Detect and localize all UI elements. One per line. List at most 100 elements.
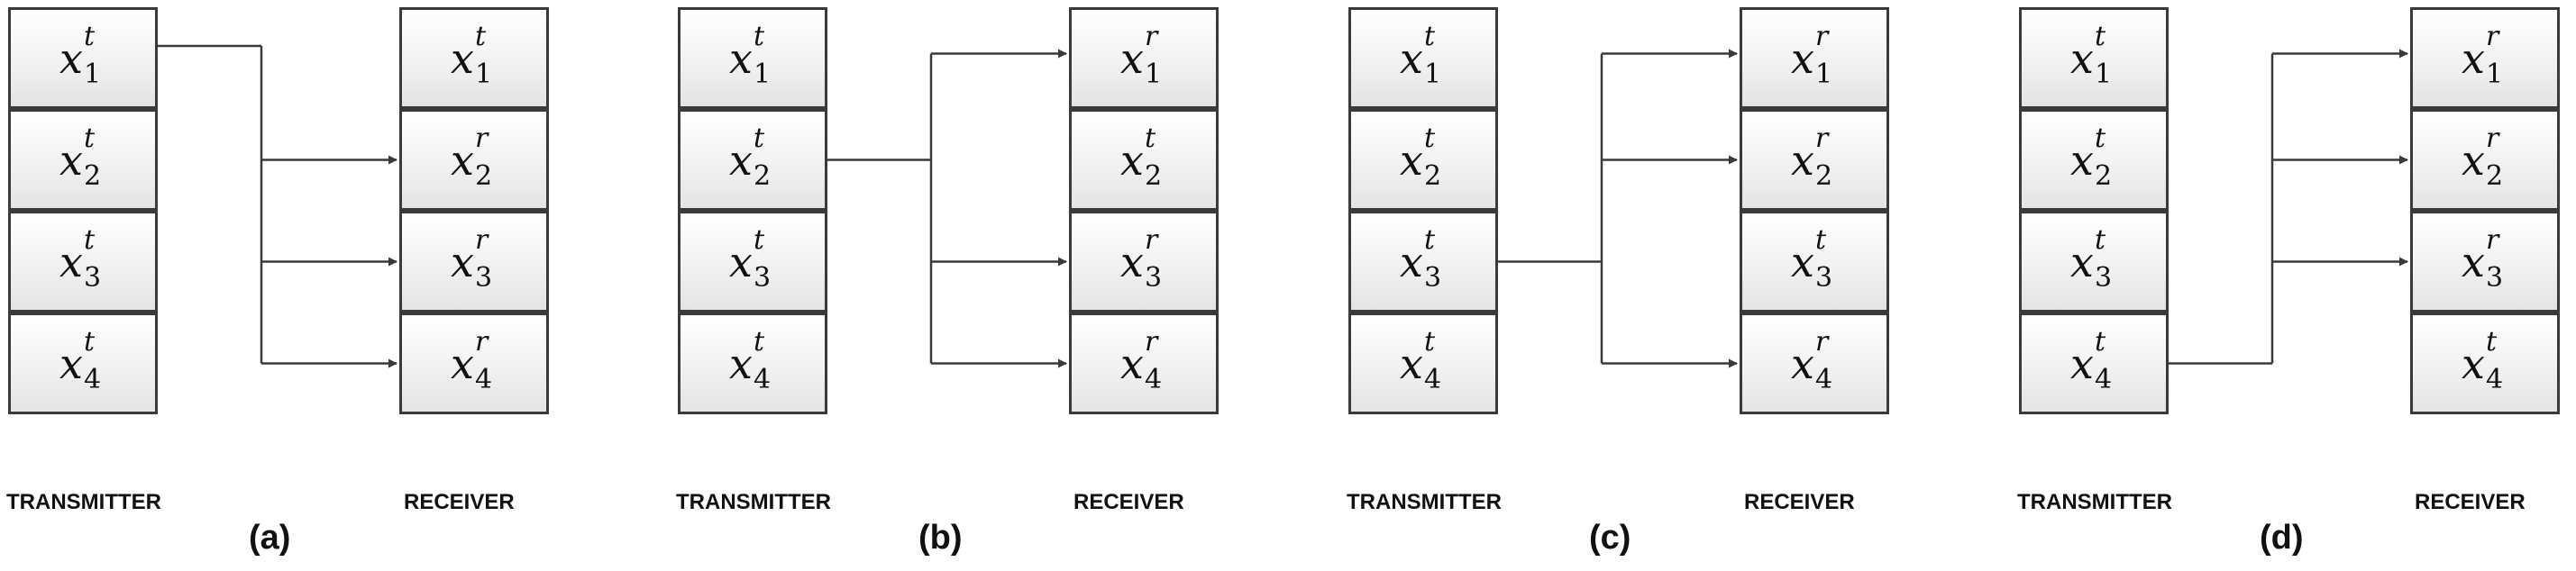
subscript: 4 [475, 363, 493, 395]
subscript: 2 [754, 159, 772, 192]
variable-symbol: x [59, 33, 83, 83]
variable-symbol: x [1791, 33, 1814, 83]
superscript: r [475, 325, 489, 358]
subscript: 2 [1145, 159, 1163, 192]
variable-symbol: x [729, 33, 753, 83]
superscript: t [2095, 325, 2106, 358]
panel-caption: (d) [2260, 519, 2304, 557]
superscript: t [754, 223, 765, 256]
subscript: 1 [1145, 58, 1163, 90]
connection-wires [1498, 49, 1738, 368]
receiver-label: RECEIVER [1744, 490, 1855, 514]
subscript: 3 [2486, 261, 2504, 294]
variable-symbol: x [2070, 33, 2094, 83]
transmitter-label: TRANSMITTER [676, 490, 831, 514]
variable-symbol: x [729, 135, 753, 185]
subscript: 2 [2095, 159, 2113, 192]
superscript: t [1424, 122, 1436, 154]
transmitter-label: TRANSMITTER [6, 490, 161, 514]
panel-caption: (a) [249, 519, 291, 557]
variable-symbol: x [1120, 33, 1144, 83]
panel-caption: (c) [1589, 519, 1631, 557]
subscript: 2 [2486, 159, 2504, 192]
subscript: 3 [475, 261, 493, 294]
subscript: 2 [1815, 159, 1833, 192]
superscript: r [2486, 122, 2499, 154]
subscript: 3 [2095, 261, 2113, 294]
subscript: 3 [754, 261, 772, 294]
variable-symbol: x [1120, 339, 1144, 388]
superscript: t [2095, 122, 2106, 154]
subscript: 1 [2486, 58, 2504, 90]
superscript: r [2486, 20, 2499, 52]
subscript: 3 [1424, 261, 1442, 294]
variable-symbol: x [2462, 33, 2485, 83]
superscript: r [2486, 223, 2499, 256]
superscript: t [1145, 122, 1156, 154]
variable-symbol: x [1400, 339, 1423, 388]
subscript: 4 [2095, 363, 2113, 395]
variable-symbol: x [1120, 237, 1144, 286]
variable-symbol: x [1791, 339, 1814, 388]
variable-symbol: x [59, 237, 83, 286]
subscript: 2 [84, 159, 102, 192]
receiver-label: RECEIVER [404, 490, 515, 514]
superscript: t [1815, 223, 1827, 256]
subscript: 1 [2095, 58, 2113, 90]
superscript: r [1815, 122, 1829, 154]
variable-symbol: x [59, 339, 83, 388]
superscript: t [475, 20, 487, 52]
superscript: t [754, 20, 765, 52]
connection-wires [827, 49, 1067, 368]
superscript: r [475, 122, 489, 154]
variable-symbol: x [1791, 237, 1814, 286]
receiver-label: RECEIVER [1073, 490, 1184, 514]
superscript: t [84, 20, 96, 52]
variable-symbol: x [451, 339, 474, 388]
